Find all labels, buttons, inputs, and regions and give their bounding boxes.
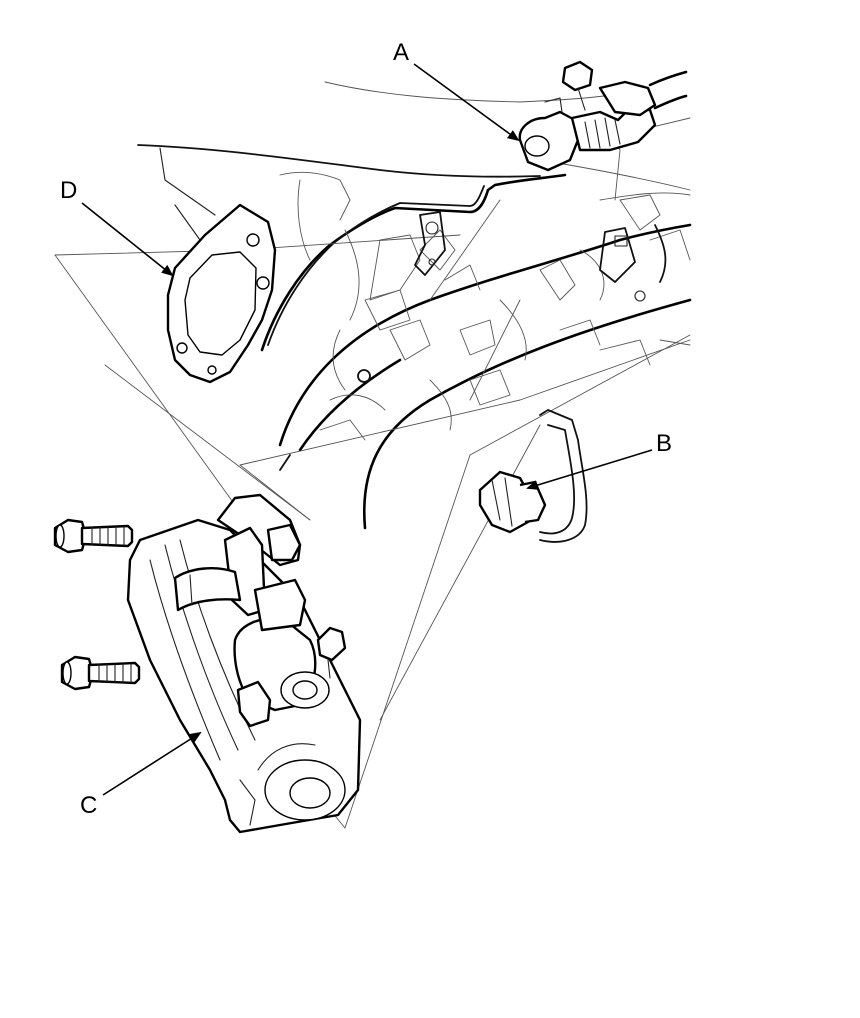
callout-b: B — [656, 430, 672, 457]
leader-d — [81, 202, 174, 277]
leader-c — [102, 731, 202, 796]
leader-b — [526, 449, 653, 490]
leader-lines — [81, 63, 653, 796]
callout-d: D — [60, 177, 77, 204]
connector-b — [478, 409, 588, 543]
callout-c: C — [80, 792, 97, 819]
starter-motor — [126, 493, 362, 834]
leader-a — [413, 63, 520, 142]
callout-a: A — [393, 39, 409, 66]
connector-a — [518, 60, 688, 172]
gasket — [166, 203, 277, 384]
engine-background — [54, 81, 692, 829]
bolt-upper — [53, 518, 134, 554]
bolt-lower — [60, 655, 141, 691]
